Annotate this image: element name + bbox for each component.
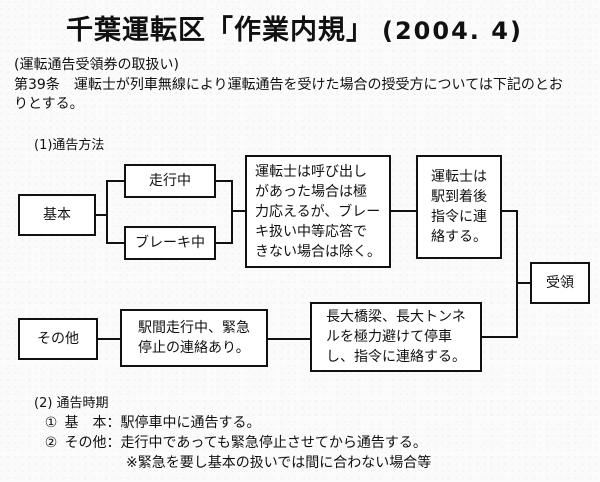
box-driver-station: 運転士は 駅到着後 指令に連 絡する。 xyxy=(416,155,502,259)
article-line-1: 第39条 運転士が列車無線により運転通告を受けた場合の授受方については下記のとお xyxy=(14,77,563,93)
title-date: (2004. 4) xyxy=(382,17,523,45)
box-bridge-tunnel: 長大橋梁、長大トンネ ルを極力避けて停車 し、指令に連絡する。 xyxy=(310,302,482,372)
box-receipt: 受領 xyxy=(530,262,590,304)
box-running: 走行中 xyxy=(124,164,216,198)
connector-to-driver-station xyxy=(391,210,416,212)
connector-to-running xyxy=(106,180,124,182)
connector-braking-merge xyxy=(216,242,232,244)
item-2-mark: ② xyxy=(44,435,58,451)
item-1-label: 基 本 xyxy=(64,415,107,431)
box-emergency: 駅間走行中、緊急 停止の連絡あり。 xyxy=(120,309,268,367)
connector-to-braking xyxy=(106,242,124,244)
connector-to-receipt xyxy=(516,282,530,284)
connector-running-merge xyxy=(216,180,232,182)
item-2-label: その他 xyxy=(64,435,107,451)
rule-heading: (運転通告受領券の取扱い) xyxy=(14,57,179,73)
article-line-2: りとする。 xyxy=(14,96,84,112)
connector-station-out xyxy=(502,210,518,212)
connector-merge-vertical xyxy=(231,180,233,244)
connector-receipt-vertical xyxy=(516,210,518,338)
connector-kihon-split xyxy=(96,214,108,216)
title-text: 千葉運転区「作業内規」 xyxy=(66,15,374,46)
connector-split-vertical xyxy=(106,180,108,244)
item-1-mark: ① xyxy=(44,415,58,431)
box-braking: ブレーキ中 xyxy=(124,226,216,260)
box-kihon: 基本 xyxy=(18,194,96,236)
section-1-heading: (1)通告方法 xyxy=(34,138,105,153)
connector-sonota-emergency xyxy=(98,338,120,340)
connector-bridge-receipt xyxy=(482,336,518,338)
page-title: 千葉運転区「作業内規」 (2004. 4) xyxy=(66,8,523,47)
connector-emergency-bridge xyxy=(268,338,310,340)
item-2-text: ：走行中であっても緊急停止させてから通告する。 xyxy=(106,435,427,451)
item-2-note: ※緊急を要し基本の扱いでは間に合わない場合等 xyxy=(126,455,432,471)
item-1: ① 基 本：駅停車中に通告する。 xyxy=(42,414,261,432)
connector-to-driver-call xyxy=(231,210,245,212)
section-2-heading: (2) 通告時期 xyxy=(34,396,109,411)
item-1-text: ：駅停車中に通告する。 xyxy=(106,415,261,431)
item-2: ② その他：走行中であっても緊急停止させてから通告する。 xyxy=(42,434,427,452)
box-sonota: その他 xyxy=(18,318,98,360)
box-driver-call: 運転士は呼び出し があった場合は極 力応えるが、ブレー キ扱い中等応答で きない… xyxy=(245,155,391,268)
